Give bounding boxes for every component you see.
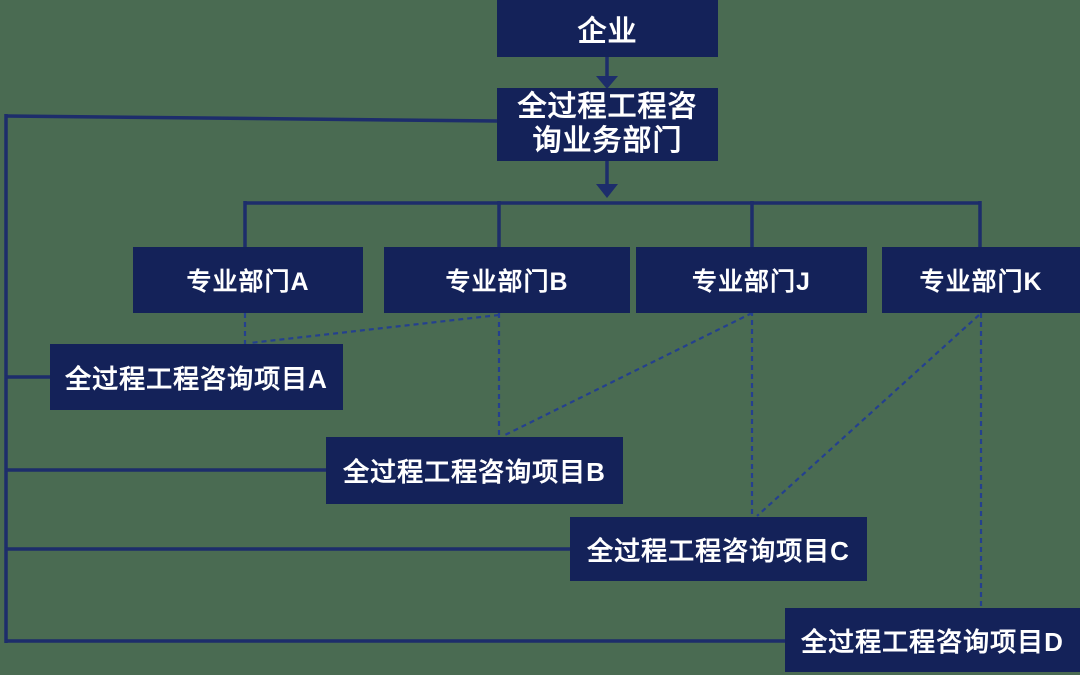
node-consulting-department-label-line2: 询业务部门 [532, 124, 683, 157]
node-pro-dept-k-label: 专业部门K [919, 268, 1043, 296]
node-pro-dept-b-label: 专业部门B [445, 268, 569, 296]
node-pro-dept-a-label: 专业部门A [186, 268, 310, 296]
arrowhead-down-icon [596, 184, 618, 198]
edge-dept-k-to-project-c [756, 314, 980, 517]
node-pro-dept-j: 专业部门J [636, 247, 867, 313]
node-consulting-department-label-line1: 全过程工程咨 [517, 91, 698, 124]
node-consulting-department: 全过程工程咨 询业务部门 [497, 88, 718, 161]
node-project-a-label: 全过程工程咨询项目A [65, 363, 328, 394]
node-pro-dept-b: 专业部门B [384, 247, 630, 313]
node-enterprise: 企业 [497, 0, 718, 57]
node-project-d: 全过程工程咨询项目D [785, 608, 1080, 672]
node-project-c-label: 全过程工程咨询项目C [587, 535, 850, 566]
node-project-b-label: 全过程工程咨询项目B [343, 457, 606, 487]
node-pro-dept-a: 专业部门A [133, 247, 363, 313]
edge-department-to-rail [5, 114, 498, 123]
node-project-b: 全过程工程咨询项目B [326, 437, 623, 504]
node-pro-dept-k: 专业部门K [882, 247, 1080, 313]
edge-dept-b-to-project-a [249, 313, 500, 345]
arrowhead-down-icon [596, 76, 618, 89]
node-project-d-label: 全过程工程咨询项目D [801, 626, 1064, 657]
node-enterprise-label: 企业 [577, 15, 638, 48]
node-pro-dept-j-label: 专业部门J [692, 268, 811, 296]
node-project-c: 全过程工程咨询项目C [570, 517, 867, 581]
node-project-a: 全过程工程咨询项目A [50, 344, 343, 410]
edge-dept-j-to-project-b [502, 312, 753, 437]
